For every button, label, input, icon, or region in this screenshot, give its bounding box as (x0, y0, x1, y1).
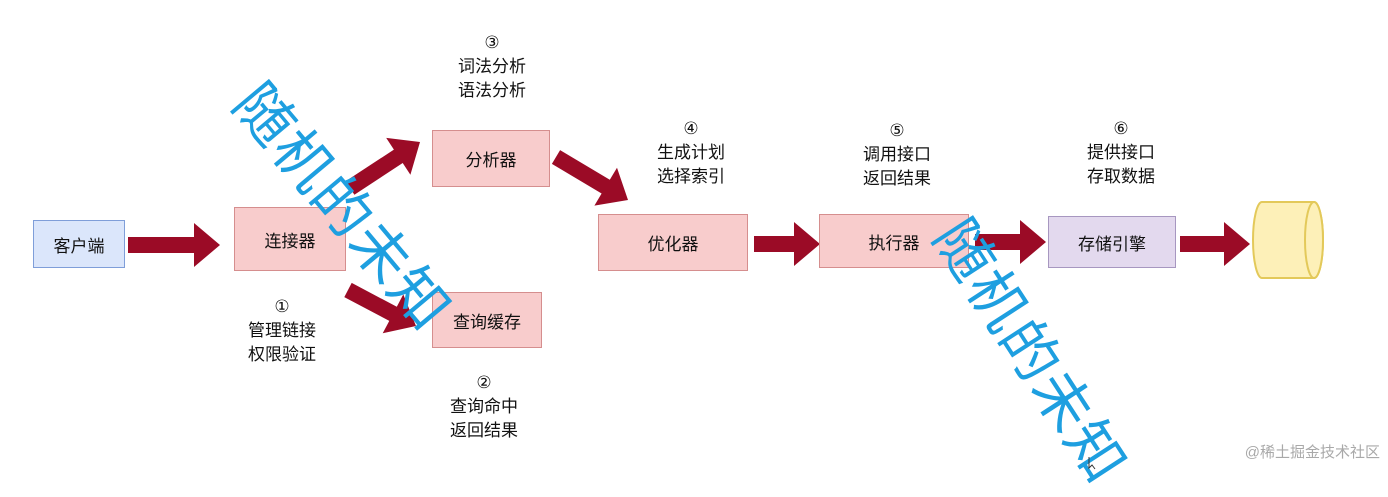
executor-box: 执行器 (819, 214, 969, 268)
arrow-connector-to-analyzer (345, 137, 420, 195)
optimizer-box: 优化器 (598, 214, 748, 271)
step-1-line1: 管理链接 (248, 321, 316, 340)
step-5-number: ⑤ (889, 121, 905, 140)
analyzer-box: 分析器 (432, 130, 550, 187)
executor-label: 执行器 (868, 233, 920, 253)
step-6-line1: 提供接口 (1087, 143, 1155, 162)
step-5-note: ⑤ 调用接口 返回结果 (851, 119, 943, 191)
step-3-number: ③ (484, 33, 500, 52)
storage-engine-box: 存储引擎 (1048, 216, 1176, 268)
step-5-line1: 调用接口 (863, 145, 931, 164)
site-credit: @稀土掘金技术社区 (1244, 444, 1380, 461)
step-3-line2: 语法分析 (458, 81, 526, 100)
arrow-engine-to-storage (1180, 222, 1250, 266)
mysql-architecture-diagram: 客户端 连接器 分析器 查询缓存 优化器 执行器 存储引擎 ① 管理链接 权限验… (33, 31, 1380, 496)
client-label: 客户端 (53, 236, 105, 256)
arrow-connector-to-cache (344, 282, 416, 334)
step-6-number: ⑥ (1113, 119, 1129, 138)
arrow-executor-to-engine (975, 220, 1046, 264)
step-2-note: ② 查询命中 返回结果 (438, 371, 530, 443)
step-1-line2: 权限验证 (248, 345, 316, 364)
connector-label: 连接器 (264, 231, 316, 251)
client-box: 客户端 (33, 220, 125, 268)
step-6-line2: 存取数据 (1087, 167, 1155, 186)
step-2-line1: 查询命中 (450, 397, 518, 416)
storage-cylinder (1252, 201, 1324, 279)
storage-cylinder-cap (1304, 201, 1324, 279)
step-1-note: ① 管理链接 权限验证 (236, 295, 328, 367)
connector-box: 连接器 (234, 207, 346, 271)
step-3-note: ③ 词法分析 语法分析 (446, 31, 538, 103)
cursor-icon (1088, 457, 1096, 470)
step-4-note: ④ 生成计划 选择索引 (645, 117, 737, 189)
step-4-line2: 选择索引 (657, 167, 725, 186)
arrow-analyzer-to-optimizer (551, 150, 628, 206)
step-2-number: ② (476, 373, 492, 392)
step-6-note: ⑥ 提供接口 存取数据 (1075, 117, 1167, 189)
storage-engine-label: 存储引擎 (1078, 234, 1146, 254)
arrow-client-to-connector (128, 223, 220, 267)
arrow-optimizer-to-executor (754, 222, 820, 266)
step-1-number: ① (274, 297, 290, 316)
arrows-layer (128, 137, 1324, 334)
query-cache-box: 查询缓存 (432, 292, 542, 348)
step-2-line2: 返回结果 (450, 421, 518, 440)
analyzer-label: 分析器 (465, 151, 517, 170)
step-3-line1: 词法分析 (458, 57, 526, 76)
step-4-line1: 生成计划 (657, 143, 725, 162)
step-4-number: ④ (683, 119, 699, 138)
step-5-line2: 返回结果 (863, 169, 931, 188)
query-cache-label: 查询缓存 (453, 312, 521, 332)
optimizer-label: 优化器 (647, 235, 699, 254)
